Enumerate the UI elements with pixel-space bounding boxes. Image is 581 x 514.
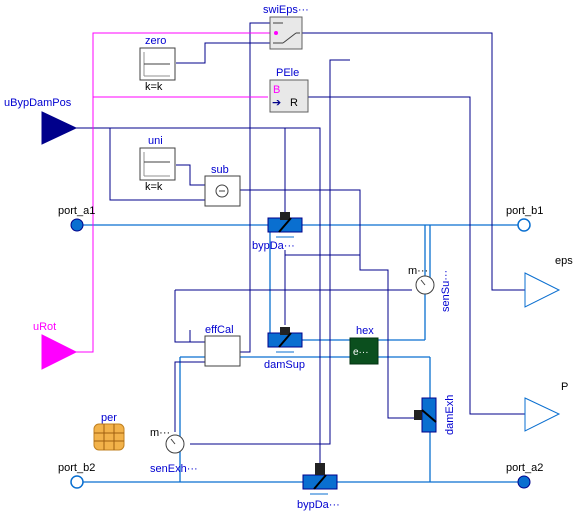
senExh-label: senExh··· xyxy=(150,463,198,475)
P-label: P xyxy=(561,381,568,393)
port_a1-label: port_a1 xyxy=(58,205,95,217)
bypDamSup-label: bypDa··· xyxy=(252,240,295,252)
port_a2-port[interactable]: port_a2 xyxy=(506,462,543,489)
senExh-sensor[interactable]: m··· senExh··· xyxy=(150,427,198,475)
zero-label: zero xyxy=(145,35,166,47)
bypDamExh-label: bypDa··· xyxy=(297,499,340,511)
uni-block[interactable]: uni k=k xyxy=(139,135,176,193)
port_a1-port[interactable]: port_a1 xyxy=(58,205,95,232)
uni-label: uni xyxy=(148,135,163,147)
bypDamSup-damper[interactable]: bypDa··· xyxy=(252,212,303,252)
uBypDamPos-label: uBypDamPos xyxy=(4,97,72,109)
swiEps-label: swiEps··· xyxy=(263,4,309,16)
swiEps-block[interactable]: swiEps··· xyxy=(263,4,309,50)
port_b2-port[interactable]: port_b2 xyxy=(58,462,95,489)
port_b1-port[interactable]: port_b1 xyxy=(506,205,543,232)
uRot-label: uRot xyxy=(33,321,56,333)
port_a2-label: port_a2 xyxy=(506,462,543,474)
uRot-port[interactable]: uRot xyxy=(33,321,78,370)
senExh-m-label: m··· xyxy=(150,427,170,439)
hex-inner-label: e··· xyxy=(353,347,369,358)
sub-block[interactable]: sub xyxy=(204,164,241,207)
sub-label: sub xyxy=(211,164,229,176)
damExh-damper[interactable]: damExh xyxy=(414,395,456,435)
boolean-lines xyxy=(76,32,270,353)
PEle-label: PEle xyxy=(276,67,299,79)
zero-block[interactable]: zero k=k xyxy=(139,35,176,93)
senSup-label: senSu··· xyxy=(440,270,452,312)
damExh-label: damExh xyxy=(444,395,456,435)
port_b2-label: port_b2 xyxy=(58,462,95,474)
effCal-label: effCal xyxy=(205,324,234,336)
eps-port[interactable]: eps xyxy=(524,255,573,308)
uni-parameter: k=k xyxy=(145,181,163,193)
per-block[interactable]: per xyxy=(93,412,125,451)
port_b1-label: port_b1 xyxy=(506,205,543,217)
hex-block[interactable]: e··· hex xyxy=(349,325,379,365)
PEle-output-label: R xyxy=(290,97,298,109)
fluid-lines xyxy=(83,224,520,483)
PEle-input-label: B xyxy=(273,84,280,96)
uBypDamPos-port[interactable]: uBypDamPos xyxy=(4,97,78,145)
per-label: per xyxy=(101,412,117,424)
damSup-damper[interactable]: damSup xyxy=(264,327,305,371)
hex-label: hex xyxy=(356,325,374,337)
senSup-sensor[interactable]: m··· senSu··· xyxy=(408,265,452,312)
eps-label: eps xyxy=(555,255,573,267)
PEle-block[interactable]: B R ➔ PEle xyxy=(269,67,309,113)
damSup-label: damSup xyxy=(264,359,305,371)
zero-parameter: k=k xyxy=(145,81,163,93)
bypDamExh-damper[interactable]: bypDa··· xyxy=(297,463,340,511)
signal-lines xyxy=(76,22,530,468)
arrow-right-icon: ➔ xyxy=(272,96,281,109)
P-port[interactable]: P xyxy=(524,381,568,432)
effCal-block[interactable]: effCal xyxy=(204,324,241,367)
senSup-m-label: m··· xyxy=(408,265,428,277)
